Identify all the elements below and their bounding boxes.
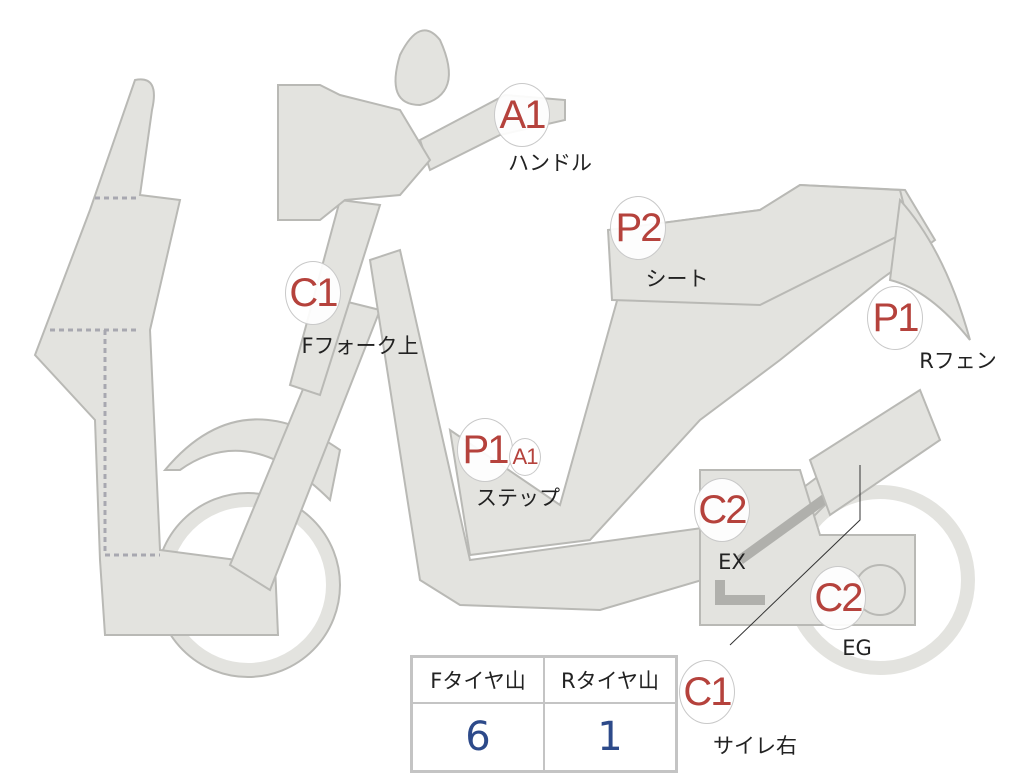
- part-label-exhaust: EX: [718, 550, 746, 574]
- part-label-rear-fender: Rフェン: [919, 349, 997, 373]
- part-label-handle: ハンドル: [508, 151, 592, 175]
- grade-marker-front-fork: C1: [285, 261, 341, 325]
- rear-tire-header: Rタイヤ山: [543, 655, 678, 704]
- part-label-muffler: サイレ右: [713, 734, 797, 758]
- headlight-housing: [277, 84, 432, 221]
- grade-marker-exhaust: C2: [694, 478, 750, 542]
- rear-tire-value: 1: [543, 702, 678, 773]
- front-cowl: [33, 78, 280, 636]
- grade-marker-engine: C2: [810, 566, 866, 630]
- part-label-engine: EG: [842, 636, 872, 660]
- part-label-front-fork: Fフォーク上: [301, 334, 419, 358]
- mirror: [394, 29, 450, 107]
- front-tire-header: Fタイヤ山: [410, 655, 545, 704]
- grade-marker-step: P1: [457, 418, 513, 482]
- part-label-seat: シート: [645, 267, 709, 291]
- front-tire-value: 6: [410, 702, 545, 773]
- grade-marker-handle: A1: [494, 83, 550, 147]
- rear-fender: [888, 197, 971, 341]
- grade-marker-seat: P2: [610, 196, 666, 260]
- part-label-step: ステップ: [476, 486, 560, 510]
- muffler: [808, 388, 942, 517]
- grade-marker-step-extra: A1: [509, 438, 541, 476]
- grade-marker-muffler: C1: [679, 660, 735, 724]
- grade-marker-rear-fender: P1: [867, 286, 923, 350]
- exhaust: [715, 580, 765, 605]
